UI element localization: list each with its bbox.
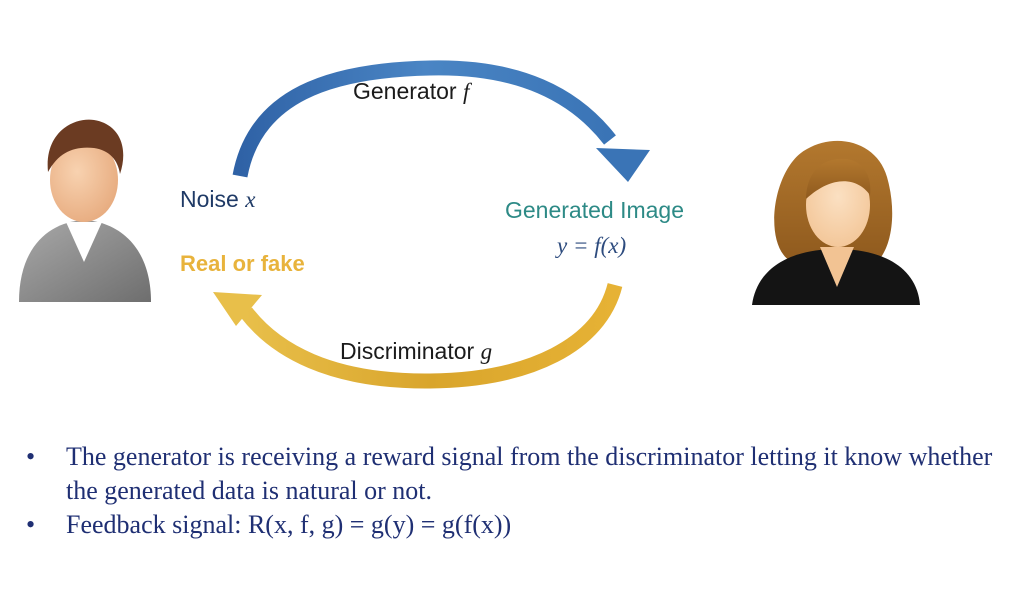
bullet-item-1: • The generator is receiving a reward si… (22, 440, 1002, 508)
generated-image-label: Generated Image (505, 197, 685, 223)
generator-label: Generator f (353, 78, 470, 104)
noise-symbol: x (245, 187, 256, 212)
real-or-fake-label: Real or fake (180, 251, 305, 276)
discriminator-arrow (240, 282, 623, 389)
generator-arrow (232, 60, 616, 178)
generated-image-formula: y = f(x) (557, 233, 627, 258)
discriminator-symbol: g (480, 339, 493, 364)
bullet-list: • The generator is receiving a reward si… (22, 440, 1002, 542)
bullet-text: Feedback signal: R(x, f, g) = g(y) = g(f… (66, 510, 512, 539)
discriminator-arrowhead (213, 292, 262, 326)
discriminator-label: Discriminator g (340, 338, 493, 364)
generator-symbol: f (462, 79, 470, 104)
gan-diagram: Generator f Noise x Generated Image y = … (19, 60, 920, 389)
bullet-item-2: • Feedback signal: R(x, f, g) = g(y) = g… (22, 508, 1002, 542)
generator-arrowhead (596, 148, 650, 182)
female-user-icon (752, 140, 920, 305)
bullet-marker: • (26, 442, 36, 471)
cycle-arrows (213, 60, 650, 389)
bullet-text: The generator is receiving a reward sign… (66, 442, 993, 505)
male-user-icon (19, 119, 151, 302)
noise-label: Noise x (180, 186, 256, 212)
bullet-marker: • (26, 510, 36, 539)
